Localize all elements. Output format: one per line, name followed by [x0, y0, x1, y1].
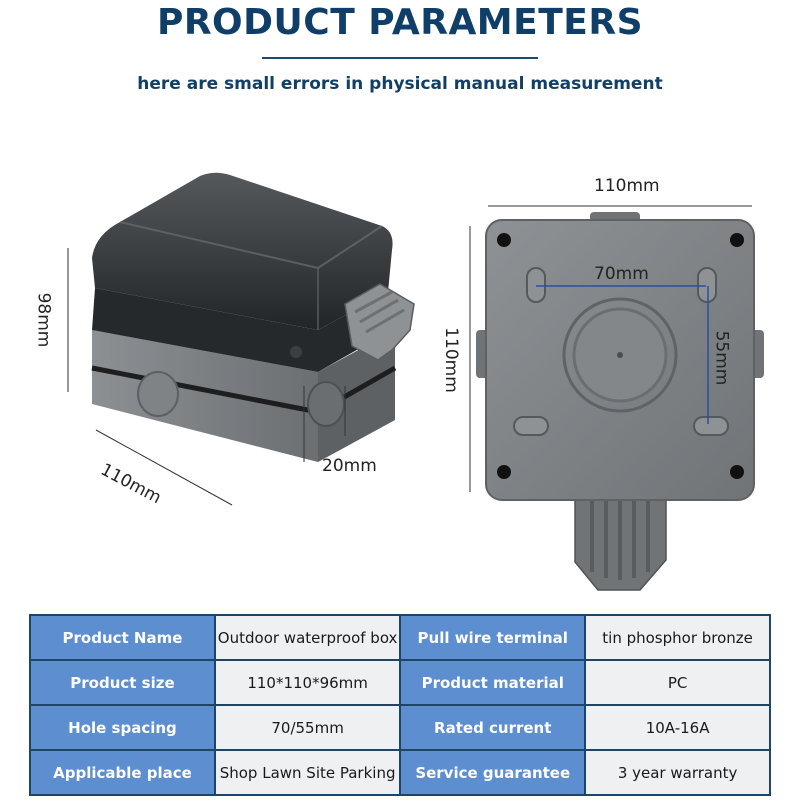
- parameters-table: Product Name Outdoor waterproof box Pull…: [29, 614, 771, 796]
- param-label: Product Name: [31, 616, 214, 659]
- depth-dimension-label: 20mm: [322, 456, 377, 476]
- table-row: Applicable place Shop Lawn Site Parking …: [31, 751, 769, 794]
- hole-vertical-label: 55mm: [711, 330, 732, 386]
- page-subtitle: here are small errors in physical manual…: [137, 74, 663, 94]
- product-drawing: [67, 172, 764, 591]
- param-value: 3 year warranty: [586, 751, 769, 794]
- param-value: PC: [586, 661, 769, 704]
- param-value: 70/55mm: [215, 706, 400, 749]
- param-label: Product material: [401, 661, 585, 704]
- box-top-view: [476, 212, 764, 591]
- param-label: Product size: [31, 661, 214, 704]
- param-label: Hole spacing: [31, 706, 214, 749]
- table-row: Product Name Outdoor waterproof box Pull…: [31, 616, 769, 659]
- table-row: Product size 110*110*96mm Product materi…: [31, 661, 769, 704]
- height-dimension-label: 98mm: [33, 292, 54, 348]
- width-dimension-line: [95, 429, 233, 506]
- param-value: Shop Lawn Site Parking: [215, 751, 400, 794]
- param-value: 110*110*96mm: [215, 661, 400, 704]
- page-title: PRODUCT PARAMETERS: [156, 2, 644, 43]
- param-label: Pull wire terminal: [401, 616, 585, 659]
- table-row: Hole spacing 70/55mm Rated current 10A-1…: [31, 706, 769, 749]
- param-value: Outdoor waterproof box: [215, 616, 400, 659]
- title-divider: [262, 57, 538, 59]
- param-value: 10A-16A: [586, 706, 769, 749]
- hole-horizontal-label: 70mm: [594, 264, 649, 284]
- param-label: Service guarantee: [401, 751, 585, 794]
- top-height-label: 110mm: [440, 327, 461, 393]
- param-label: Applicable place: [31, 751, 214, 794]
- param-value: tin phosphor bronze: [586, 616, 769, 659]
- param-label: Rated current: [401, 706, 585, 749]
- box-perspective-view: [91, 172, 415, 462]
- top-width-label: 110mm: [594, 176, 660, 196]
